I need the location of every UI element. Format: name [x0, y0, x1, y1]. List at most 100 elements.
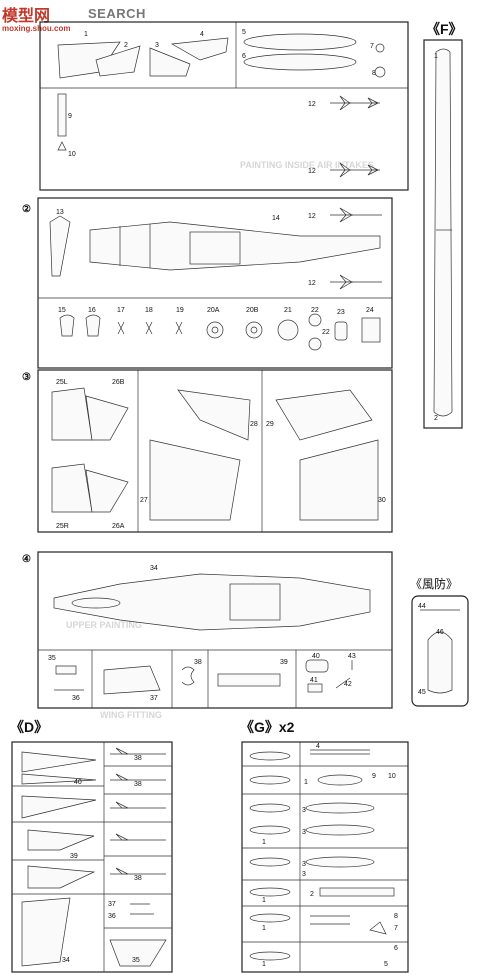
part-d-38b: 38	[134, 781, 142, 788]
part-g-3a: 3	[302, 807, 306, 814]
sheet-label-f: 《F》	[426, 21, 463, 37]
part-g-10: 10	[388, 773, 396, 780]
part-d-37: 37	[108, 901, 116, 908]
missile-12-b	[330, 162, 380, 178]
part-top-4: 4	[200, 31, 204, 38]
sheet-label-d: 《D》	[10, 719, 48, 735]
sheet-label-canopy: 《風防》	[410, 576, 458, 591]
part-s2-24: 24	[366, 307, 374, 314]
part-g-3c: 3	[302, 861, 306, 868]
part-s2-23: 23	[337, 309, 345, 316]
part-g-3b: 3	[302, 829, 306, 836]
part-s3-29: 29	[266, 421, 274, 428]
part-top-9: 9	[68, 113, 72, 120]
sheet-label-g: 《G》x2	[240, 719, 295, 735]
ghost-text-2: UPPER PAINTING	[66, 620, 142, 630]
part-g-1e: 1	[262, 961, 266, 968]
part-s4-35: 35	[48, 655, 56, 662]
part-top-12b: 12	[308, 168, 316, 175]
part-g-8: 8	[394, 913, 398, 920]
part-g-1b: 1	[262, 839, 266, 846]
part-s3-26a: 26A	[112, 523, 125, 530]
watermark-brand: 模型网	[2, 6, 51, 25]
part-s4-43: 43	[348, 653, 356, 660]
part-d-36: 36	[108, 913, 116, 920]
part-g-9: 9	[372, 773, 376, 780]
part-s3-26b: 26B	[112, 379, 125, 386]
part-g-2: 2	[310, 891, 314, 898]
part-s2-20a: 20A	[207, 307, 220, 314]
part-s4-39: 39	[280, 659, 288, 666]
part-d-38c: 38	[134, 875, 142, 882]
part-s4-40: 40	[312, 653, 320, 660]
part-g-1c: 1	[262, 897, 266, 904]
part-d-35: 35	[132, 957, 140, 964]
part-top-2: 2	[124, 42, 128, 49]
sprue-step3	[37, 369, 393, 533]
part-s2-19: 19	[176, 307, 184, 314]
part-s2-12b: 12	[308, 280, 316, 287]
part-s3-25l: 25L	[56, 379, 68, 386]
watermark-url: moxing.shou.com	[2, 24, 71, 33]
step-marker-4: ④	[22, 554, 31, 565]
ghost-text-1: PAINTING INSIDE AIR INTAKES	[240, 160, 374, 170]
part-s4-36: 36	[72, 695, 80, 702]
sprue-canopy	[411, 595, 469, 707]
part-s2-13: 13	[56, 209, 64, 216]
part-top-10: 10	[68, 151, 76, 158]
part-s3-27: 27	[140, 497, 148, 504]
part-s2-22a: 22	[311, 307, 319, 314]
watermark-search: SEARCH	[88, 6, 146, 21]
part-canopy-45: 45	[418, 689, 426, 696]
part-d-34: 34	[62, 957, 70, 964]
part-s3-25r: 25R	[56, 523, 69, 530]
part-top-7: 7	[370, 43, 374, 50]
part-d-39: 39	[70, 853, 78, 860]
part-g-7: 7	[394, 925, 398, 932]
part-s3-30: 30	[378, 497, 386, 504]
part-top-5: 5	[242, 29, 246, 36]
part-s2-17: 17	[117, 307, 125, 314]
watermark-logo: 模型网 SEARCH moxing.shou.com	[2, 2, 162, 38]
part-g-1d: 1	[262, 925, 266, 932]
part-d-40: 40	[74, 779, 82, 786]
part-canopy-46: 46	[436, 629, 444, 636]
part-canopy-44: 44	[418, 603, 426, 610]
part-g-3d: 3	[302, 871, 306, 878]
part-s2-22b: 22	[322, 329, 330, 336]
part-g-6: 6	[394, 945, 398, 952]
part-d-38a: 38	[134, 755, 142, 762]
part-top-12a: 12	[308, 101, 316, 108]
part-s3-28: 28	[250, 421, 258, 428]
part-s4-37: 37	[150, 695, 158, 702]
step-marker-3: ③	[22, 372, 31, 383]
part-s2-21: 21	[284, 307, 292, 314]
part-top-6: 6	[242, 53, 246, 60]
part-s2-12a: 12	[308, 213, 316, 220]
part-g-5: 5	[384, 961, 388, 968]
part-s4-41: 41	[310, 677, 318, 684]
part-g-1a: 1	[304, 779, 308, 786]
part-s2-16: 16	[88, 307, 96, 314]
part-s2-14: 14	[272, 215, 280, 222]
step-marker-2: ②	[22, 204, 31, 215]
part-s4-34: 34	[150, 565, 158, 572]
part-s4-42: 42	[344, 681, 352, 688]
ghost-text-3: WING FITTING	[100, 710, 162, 720]
part-s2-20b: 20B	[246, 307, 259, 314]
sprue-f	[423, 39, 463, 429]
part-f-2: 2	[434, 415, 438, 422]
part-s4-38: 38	[194, 659, 202, 666]
part-top-8: 8	[372, 70, 376, 77]
sprue-g	[241, 741, 409, 973]
part-s2-15: 15	[58, 307, 66, 314]
part-s2-18: 18	[145, 307, 153, 314]
sprue-d	[11, 741, 173, 973]
missile-12-a	[330, 95, 380, 111]
part-top-3: 3	[155, 42, 159, 49]
part-top-1: 1	[84, 31, 88, 38]
sprue-step2	[37, 197, 393, 369]
part-f-1: 1	[434, 53, 438, 60]
sprue-step4	[37, 551, 393, 709]
